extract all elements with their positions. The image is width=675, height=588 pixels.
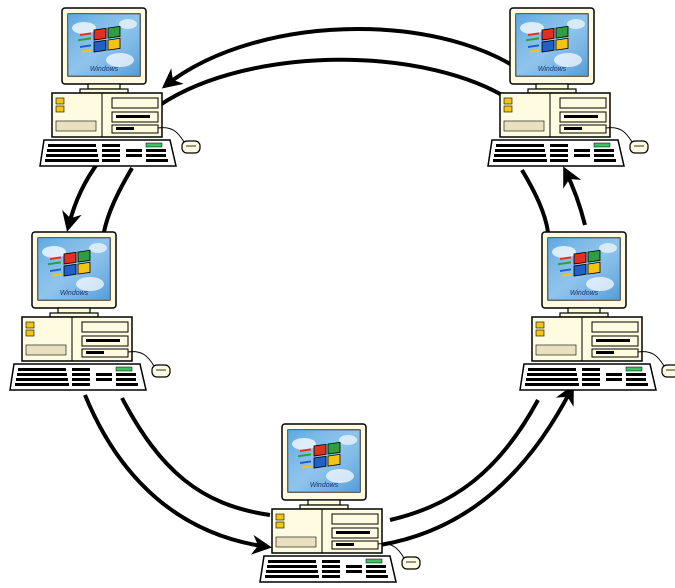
screen-caption: Windows (310, 482, 339, 489)
link-top-left-to-middle-left (62, 158, 102, 232)
inner-arc-left-upper (102, 166, 134, 233)
ring-inner-connections (102, 57, 550, 522)
inner-arc-right-upper (520, 168, 550, 233)
screen-caption: Windows (90, 66, 119, 73)
link-bottom-to-middle-right (379, 384, 574, 547)
computer-bottom[interactable]: Windows (259, 423, 421, 583)
screen-caption: Windows (538, 66, 567, 73)
computer-middle-right[interactable]: Windows (519, 231, 675, 391)
screen-caption: Windows (60, 290, 89, 297)
screen-caption: Windows (570, 290, 599, 297)
computer-middle-left[interactable]: Windows (9, 231, 171, 391)
inner-arc-left-lower (120, 397, 271, 517)
link-middle-right-to-top-right (563, 166, 587, 226)
link-middle-left-to-bottom (83, 394, 272, 555)
inner-arc-top (158, 57, 517, 107)
computer-top-right[interactable]: Windows (487, 7, 649, 167)
inner-arc-right-lower (389, 399, 540, 522)
computer-top-left[interactable]: Windows (39, 7, 201, 167)
link-top-right-to-top-left (161, 27, 542, 89)
